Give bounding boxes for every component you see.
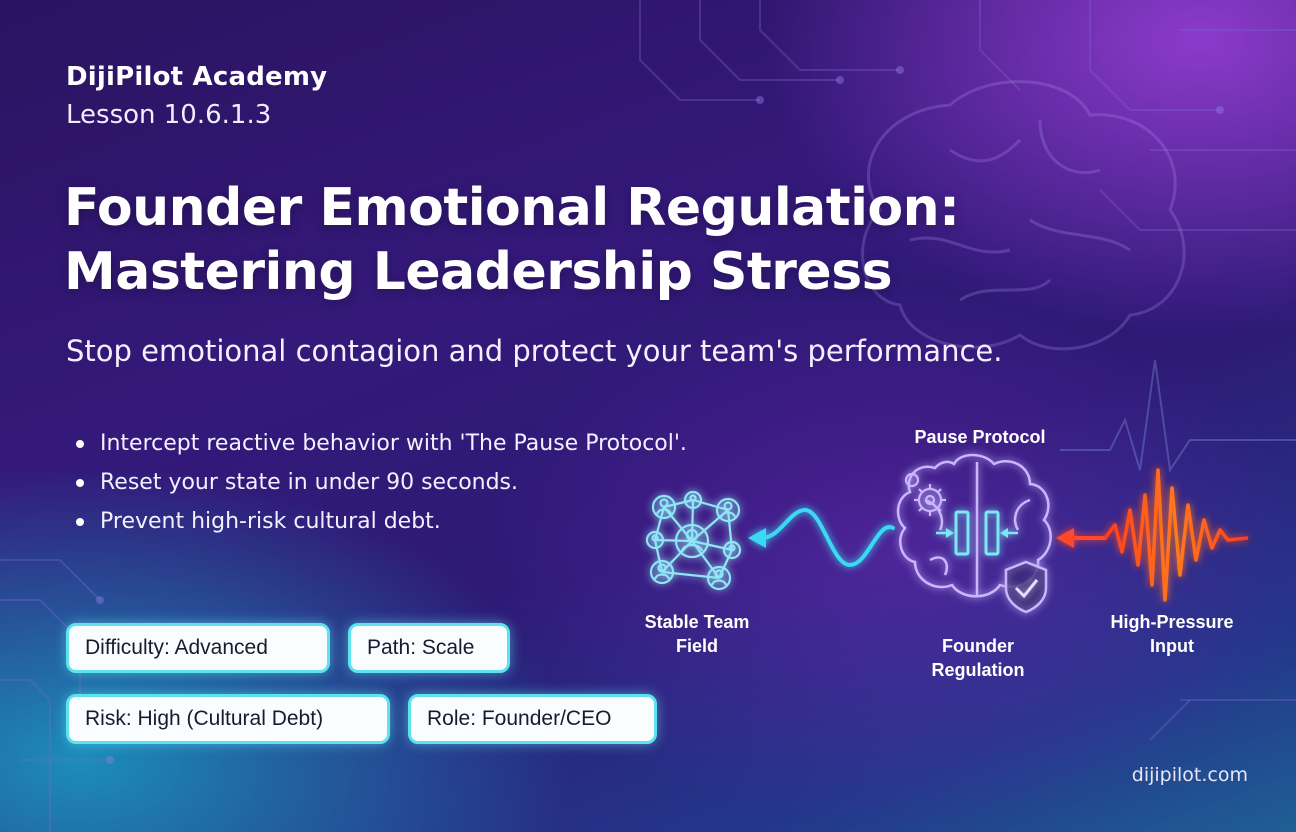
gears-icon <box>904 472 946 516</box>
title-line-1: Founder Emotional Regulation: <box>64 178 960 238</box>
role-tag: Role: Founder/CEO <box>408 694 657 744</box>
label-line: High-Pressure <box>1110 612 1234 632</box>
label-line: Field <box>675 636 718 656</box>
background-brain-icon <box>861 80 1186 351</box>
bullet-item: Reset your state in under 90 seconds. <box>72 463 687 502</box>
label-line: Regulation <box>931 660 1025 680</box>
circuit-nodes <box>96 66 1224 764</box>
lesson-number: Lesson 10.6.1.3 <box>66 100 272 130</box>
team-network-icon <box>645 490 742 591</box>
risk-tag: Risk: High (Cultural Debt) <box>66 694 390 744</box>
label-line: Input <box>1150 636 1194 656</box>
background-heartbeat-line <box>1060 359 1296 473</box>
page-title: Founder Emotional Regulation: Mastering … <box>64 176 960 304</box>
bullet-list: Intercept reactive behavior with 'The Pa… <box>72 424 687 541</box>
high-pressure-input-label: High-Pressure Input <box>1086 610 1258 658</box>
brand-name: DijiPilot Academy <box>66 62 328 92</box>
subtitle: Stop emotional contagion and protect you… <box>66 334 1003 368</box>
difficulty-tag: Difficulty: Advanced <box>66 623 330 673</box>
stress-waveform-icon <box>1103 468 1249 602</box>
stable-team-field-label: Stable Team Field <box>612 610 782 658</box>
bullet-item: Intercept reactive behavior with 'The Pa… <box>72 424 687 463</box>
pause-protocol-label: Pause Protocol <box>914 427 1046 447</box>
stress-arrow-icon <box>1056 528 1107 548</box>
shield-check-icon <box>1004 560 1048 614</box>
calm-wave-arrow-icon <box>748 507 895 568</box>
founder-regulation-label: Founder Regulation <box>888 634 1068 682</box>
label-line: Founder <box>942 636 1014 656</box>
footer-domain: dijipilot.com <box>1131 764 1248 786</box>
title-line-2: Mastering Leadership Stress <box>64 242 893 302</box>
label-line: Stable Team <box>644 612 750 632</box>
path-tag: Path: Scale <box>348 623 510 673</box>
bullet-item: Prevent high-risk cultural debt. <box>72 502 687 541</box>
